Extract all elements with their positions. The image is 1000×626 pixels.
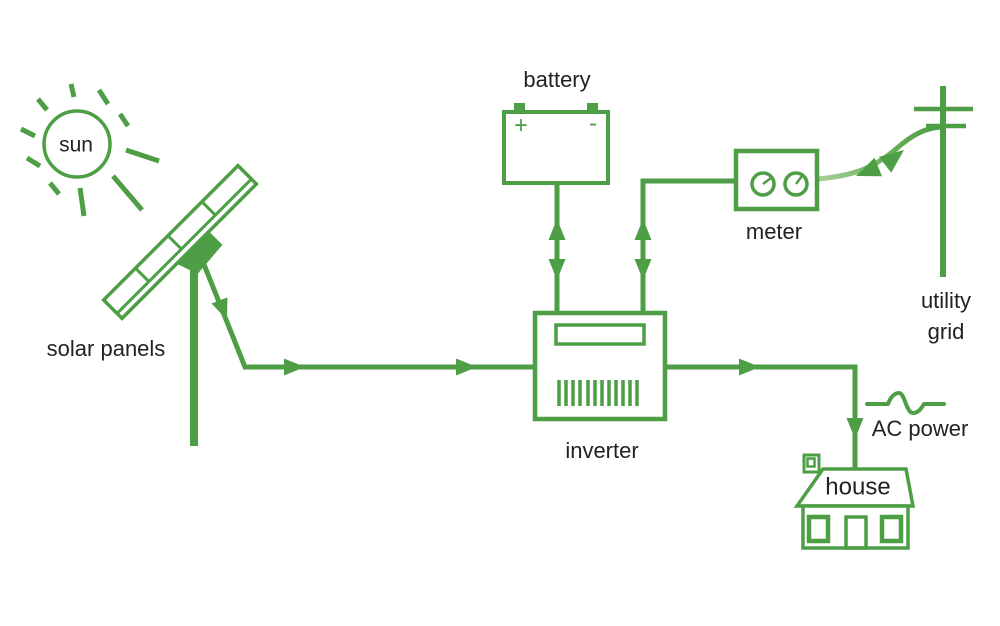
inverter-display xyxy=(554,323,646,346)
battery-icon: + - xyxy=(502,103,610,185)
ac-wave-icon xyxy=(865,391,946,415)
battery-terminal-negative xyxy=(587,103,598,112)
house-window-left xyxy=(806,514,831,544)
arrow-panel-wire-2 xyxy=(456,358,477,376)
house-label: house xyxy=(825,473,891,501)
utility-pole-icon xyxy=(914,86,973,277)
utility-grid-label: utility grid xyxy=(920,288,972,344)
meter-dial-left xyxy=(750,171,776,197)
battery-minus-sign: - xyxy=(589,110,597,137)
house-window-right xyxy=(879,514,904,544)
flow-arrowheads xyxy=(211,150,904,439)
inverter-label: inverter xyxy=(565,437,639,463)
arrow-battery-up xyxy=(548,219,566,240)
arrow-meter-up xyxy=(634,219,652,240)
arrow-meter-down xyxy=(634,259,652,280)
wire-meter-grid xyxy=(816,124,942,182)
wire-inverter-meter xyxy=(640,178,735,313)
inverter-vents xyxy=(557,380,639,406)
house-door xyxy=(844,515,868,550)
sun-rays xyxy=(19,83,160,217)
meter-icon xyxy=(733,148,820,212)
arrow-to-house-down xyxy=(846,418,864,439)
battery-plus-sign: + xyxy=(514,112,528,139)
battery-terminal-positive xyxy=(514,103,525,112)
house-icon xyxy=(793,453,916,550)
solar-panel-icon xyxy=(101,163,259,446)
sun-label: sun xyxy=(59,133,93,157)
meter-label: meter xyxy=(745,218,803,244)
wire-panel-to-inverter xyxy=(196,251,535,370)
arrow-meter-to-grid xyxy=(878,150,904,173)
arrow-battery-down xyxy=(548,259,566,280)
arrow-to-house-right xyxy=(739,358,760,376)
sun-icon xyxy=(19,83,160,217)
solar-panels-label: solar panels xyxy=(46,335,166,361)
inverter-icon xyxy=(532,310,668,422)
ac-power-label: AC power xyxy=(871,415,969,441)
wire-inverter-house xyxy=(665,364,858,468)
arrow-grid-to-meter xyxy=(856,157,882,177)
arrow-panel-wire-1 xyxy=(284,358,305,376)
arrow-panel-diagonal xyxy=(211,297,228,320)
meter-dial-right xyxy=(783,171,809,197)
panel-mount-bracket xyxy=(175,230,223,274)
battery-label: battery xyxy=(523,66,591,92)
